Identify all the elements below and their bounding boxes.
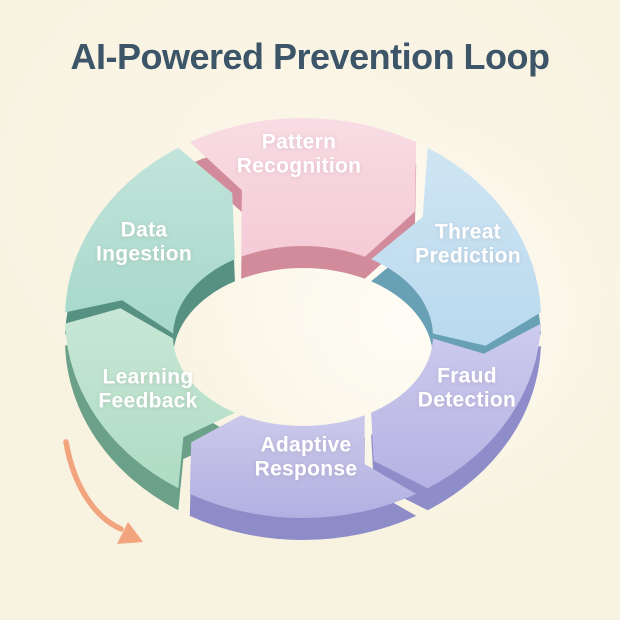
label-pattern-recognition: Pattern Recognition xyxy=(236,130,362,178)
ring-segment-faces xyxy=(65,118,541,518)
label-fraud-detection: Fraud Detection xyxy=(417,364,517,412)
label-data-ingestion: Data Ingestion xyxy=(95,218,193,266)
fraud-detection-segment xyxy=(371,323,541,489)
pattern-recognition-segment xyxy=(189,118,417,257)
threat-prediction-segment xyxy=(371,147,541,346)
label-adaptive-response: Adaptive Response xyxy=(254,433,358,481)
label-threat-prediction: Threat Prediction xyxy=(415,220,521,268)
learning-feedback-segment xyxy=(65,308,235,489)
data-ingestion-segment xyxy=(65,147,235,334)
page-title: AI-Powered Prevention Loop xyxy=(70,36,550,77)
flow-arrow-curve xyxy=(63,439,124,532)
adaptive-response-segment xyxy=(189,415,417,518)
flow-arrow-head-icon xyxy=(117,522,143,544)
label-learning-feedback: Learning Feedback xyxy=(98,365,198,413)
flow-direction-arrow xyxy=(63,439,143,544)
